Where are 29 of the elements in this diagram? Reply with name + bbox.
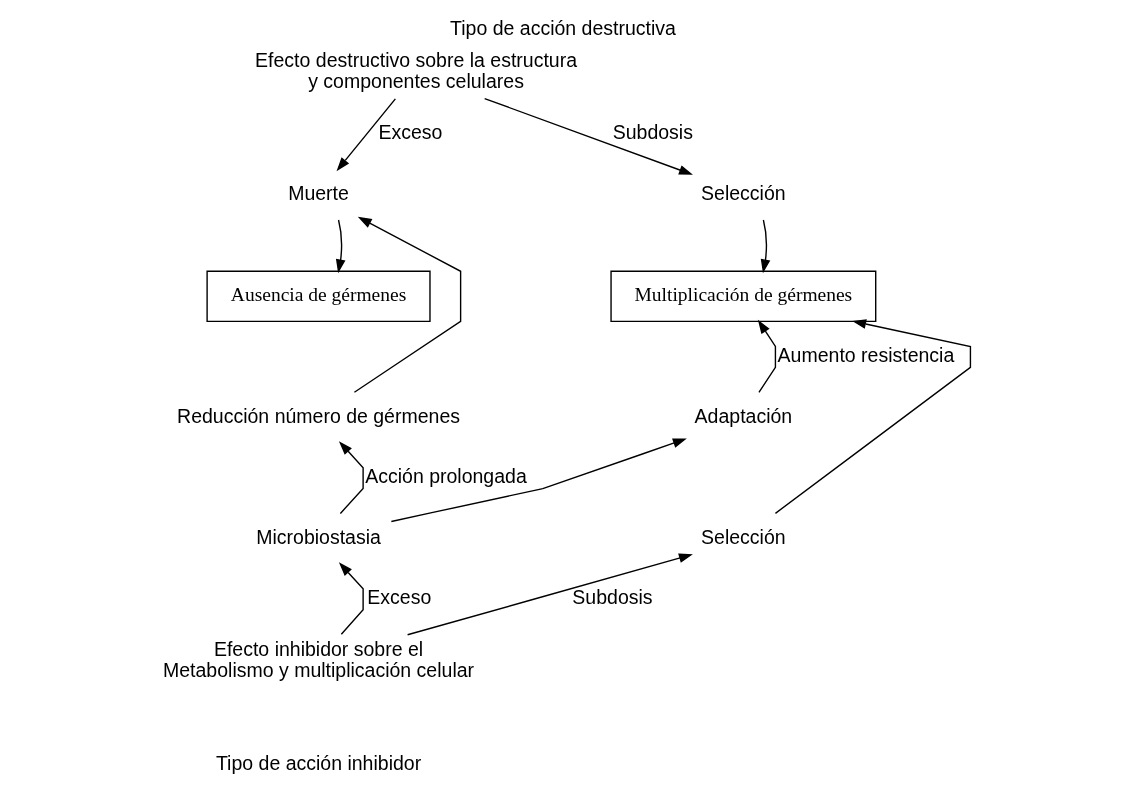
arrow: [338, 562, 364, 635]
edge-label: Subdosis: [571, 586, 653, 609]
arrow: [483, 97, 693, 175]
edge-label: Aumento resistencia: [777, 344, 954, 367]
edge-label: Exceso: [366, 586, 431, 609]
caption: Tipo de acción inhibidor: [215, 751, 421, 774]
node-text: Efecto inhibidor sobre el Metabolismo y multiplicación celular: [162, 637, 474, 681]
node-box: Multiplicación de gérmenes: [609, 270, 876, 323]
node-text: Muerte: [287, 181, 349, 204]
arrow: [406, 553, 693, 636]
node-text: Selección: [700, 181, 786, 204]
arrow: [338, 441, 364, 515]
diagram-title: Tipo de acción destructiva: [449, 16, 676, 39]
arrow: [353, 216, 461, 393]
arrow: [390, 438, 687, 523]
arrow: [336, 98, 396, 172]
edge-label: Acción prolongada: [364, 465, 527, 488]
node-text: Microbiostasia: [255, 525, 381, 548]
arrow: [757, 319, 776, 393]
node-text: Adaptación: [694, 404, 792, 427]
edge-label: Exceso: [378, 121, 442, 144]
arrow: [760, 219, 770, 274]
arrow: [774, 319, 971, 514]
node-box: Ausencia de gérmenes: [205, 270, 431, 323]
node-text: Efecto destructivo sobre la estructura y componentes celulares: [254, 48, 577, 92]
node-text: Selección: [700, 525, 786, 548]
edge-label: Subdosis: [612, 121, 693, 144]
node-text: Reducción número de gérmenes: [176, 404, 460, 427]
arrow: [335, 219, 345, 274]
